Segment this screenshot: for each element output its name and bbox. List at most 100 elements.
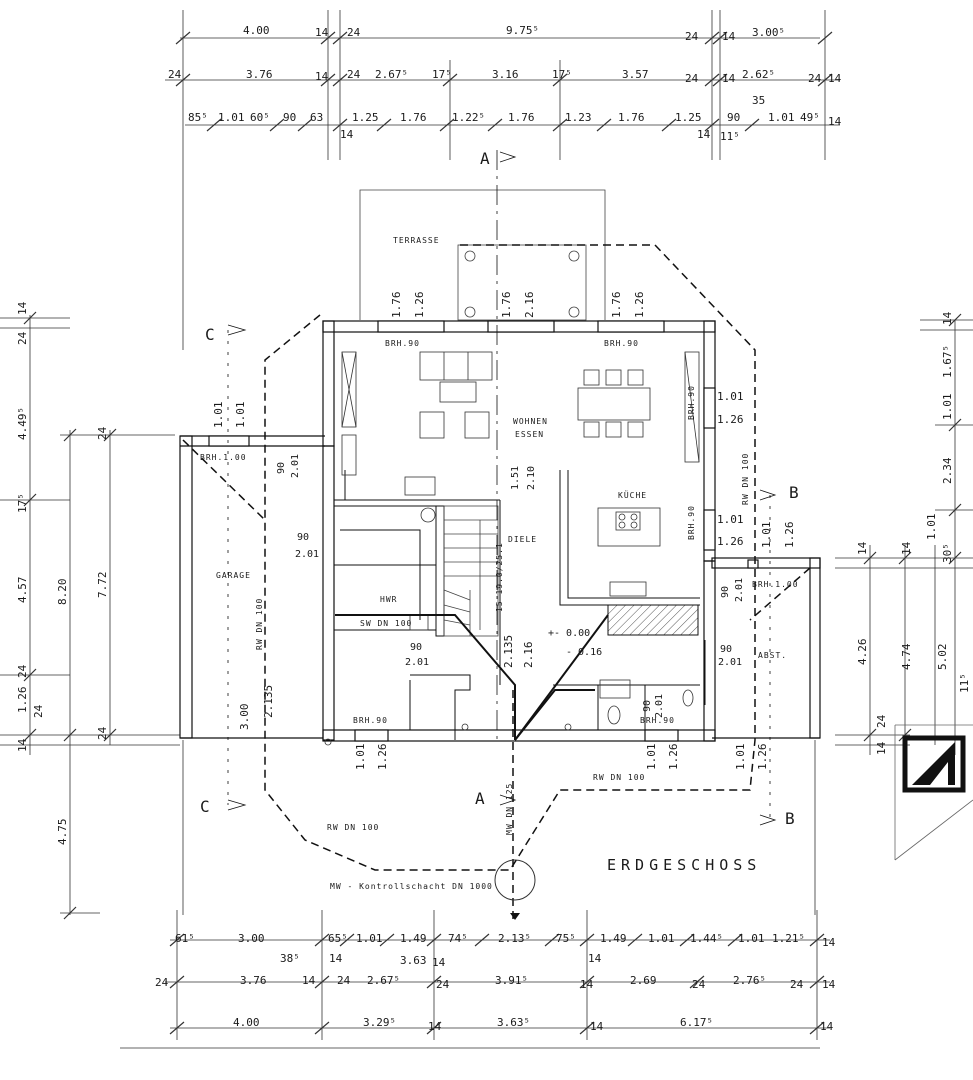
window-dimensions-bottom: 1.01 1.26 1.01 1.26 1.01 1.26	[354, 744, 769, 771]
drainage-lines	[182, 244, 811, 920]
svg-text:90: 90	[642, 700, 653, 712]
section-b-top: B	[789, 483, 799, 502]
svg-text:1.01: 1.01	[645, 744, 658, 771]
bottom-dimension-row-1: 61⁵ 3.00 65⁵ 1.01 1.49 74⁵ 2.13⁵ 75⁵ 1.4…	[175, 932, 836, 969]
svg-text:90: 90	[276, 462, 287, 474]
svg-text:1.01: 1.01	[717, 390, 744, 403]
svg-text:24: 24	[16, 331, 29, 345]
svg-text:14: 14	[16, 301, 29, 315]
svg-text:1.49: 1.49	[400, 932, 427, 945]
svg-text:24: 24	[685, 72, 699, 85]
svg-text:3.00: 3.00	[238, 932, 265, 945]
svg-text:4.00: 4.00	[243, 24, 270, 37]
terrace-outline	[359, 189, 606, 321]
note-h2135: 2.135	[502, 635, 515, 668]
svg-text:2.16: 2.16	[523, 292, 536, 319]
note-level-16: - 0.16	[566, 647, 602, 658]
staircase	[443, 505, 499, 637]
svg-text:11⁵: 11⁵	[720, 130, 740, 143]
svg-text:2.34: 2.34	[941, 457, 954, 484]
svg-text:24: 24	[96, 726, 109, 740]
svg-text:1.01: 1.01	[734, 744, 747, 771]
interior-walls	[334, 470, 706, 740]
svg-text:3.16: 3.16	[492, 68, 519, 81]
svg-text:1.44⁵: 1.44⁵	[690, 932, 723, 945]
window-dimensions-right: 1.01 1.26 1.01 1.26 1.01 1.26	[717, 390, 796, 548]
svg-text:1.01: 1.01	[738, 932, 765, 945]
svg-text:14: 14	[820, 1020, 834, 1033]
svg-text:24: 24	[32, 704, 45, 718]
note-brh90-1: BRH.90	[385, 339, 420, 348]
note-brh100-abst: BRH.1.00	[752, 580, 799, 589]
svg-text:5.02: 5.02	[936, 644, 949, 671]
svg-text:1.01: 1.01	[212, 402, 225, 429]
svg-text:63: 63	[310, 111, 323, 124]
svg-text:11⁵: 11⁵	[958, 673, 971, 693]
svg-text:90: 90	[283, 111, 296, 124]
door-dimensions: 90 2.01 90 2.01 90 2.01 90 2.01 90 2.01 …	[238, 454, 745, 730]
left-dimension-chain-3: 24 7.72 24	[96, 426, 109, 740]
svg-text:90: 90	[720, 586, 731, 598]
left-dimension-chain-2: 8.20 4.75	[56, 579, 69, 846]
svg-text:1.01: 1.01	[354, 744, 367, 771]
svg-text:1.76: 1.76	[400, 111, 427, 124]
note-h2135-garage: 2.135	[262, 685, 275, 718]
section-a-top: A	[480, 149, 490, 168]
svg-text:1.76: 1.76	[500, 292, 513, 319]
svg-text:24: 24	[875, 714, 888, 728]
svg-text:1.01: 1.01	[941, 394, 954, 421]
svg-text:2.67⁵: 2.67⁵	[375, 68, 408, 81]
svg-text:1.26: 1.26	[413, 292, 426, 319]
svg-text:1.01: 1.01	[925, 514, 938, 541]
bottom-dimension-row-3: 4.00 3.29⁵ 14 3.63⁵ 14 6.17⁵ 14	[233, 1016, 834, 1033]
section-markers	[227, 150, 777, 826]
svg-text:1.26: 1.26	[717, 535, 744, 548]
svg-text:4.26: 4.26	[856, 639, 869, 666]
svg-text:24: 24	[96, 426, 109, 440]
svg-text:14: 14	[315, 70, 329, 83]
svg-text:2.10: 2.10	[526, 466, 537, 490]
room-diele-label: DIELE	[508, 535, 537, 544]
svg-text:17⁵: 17⁵	[432, 68, 452, 81]
svg-text:24: 24	[16, 664, 29, 678]
svg-text:1.26: 1.26	[756, 744, 769, 771]
svg-text:17⁵: 17⁵	[16, 493, 29, 513]
svg-text:14: 14	[822, 936, 836, 949]
svg-text:35: 35	[752, 94, 765, 107]
svg-text:4.00: 4.00	[233, 1016, 260, 1029]
svg-text:49⁵: 49⁵	[800, 111, 820, 124]
note-brh90-4: BRH.90	[640, 716, 675, 725]
room-essen-label: ESSEN	[515, 430, 544, 439]
svg-text:3.63⁵: 3.63⁵	[497, 1016, 530, 1029]
svg-text:14: 14	[822, 978, 836, 991]
window-dimensions-left: 1.01 1.01	[212, 402, 247, 429]
svg-text:24: 24	[155, 976, 169, 989]
svg-text:1.76: 1.76	[610, 292, 623, 319]
room-terrasse-label: TERRASSE	[393, 236, 440, 245]
svg-text:14: 14	[856, 541, 869, 555]
page-edge-lines	[894, 724, 973, 861]
svg-text:14: 14	[588, 952, 602, 965]
svg-text:30⁵: 30⁵	[941, 543, 954, 563]
svg-text:1.01: 1.01	[356, 932, 383, 945]
svg-text:1.26: 1.26	[16, 687, 29, 714]
svg-text:74⁵: 74⁵	[448, 932, 468, 945]
svg-text:1.01: 1.01	[218, 111, 245, 124]
svg-text:1.01: 1.01	[717, 513, 744, 526]
top-dimension-row-1: 4.00 14 24 9.75⁵ 24 14 3.00⁵	[243, 24, 785, 43]
plan-title: ERDGESCHOSS	[607, 856, 761, 874]
svg-text:4.74: 4.74	[900, 643, 913, 670]
svg-text:2.01: 2.01	[654, 694, 665, 718]
svg-text:9.75⁵: 9.75⁵	[506, 24, 539, 37]
svg-text:90: 90	[720, 644, 732, 655]
svg-text:1.26: 1.26	[717, 413, 744, 426]
svg-text:90: 90	[727, 111, 740, 124]
svg-text:3.00: 3.00	[238, 704, 251, 731]
svg-text:14: 14	[722, 30, 736, 43]
svg-text:14: 14	[302, 974, 316, 987]
svg-text:24: 24	[168, 68, 182, 81]
window-dimensions-top: 1.76 1.26 1.76 2.16 1.76 1.26	[390, 292, 646, 319]
svg-text:24: 24	[436, 978, 450, 991]
svg-text:1.26: 1.26	[376, 744, 389, 771]
svg-text:14: 14	[432, 956, 446, 969]
